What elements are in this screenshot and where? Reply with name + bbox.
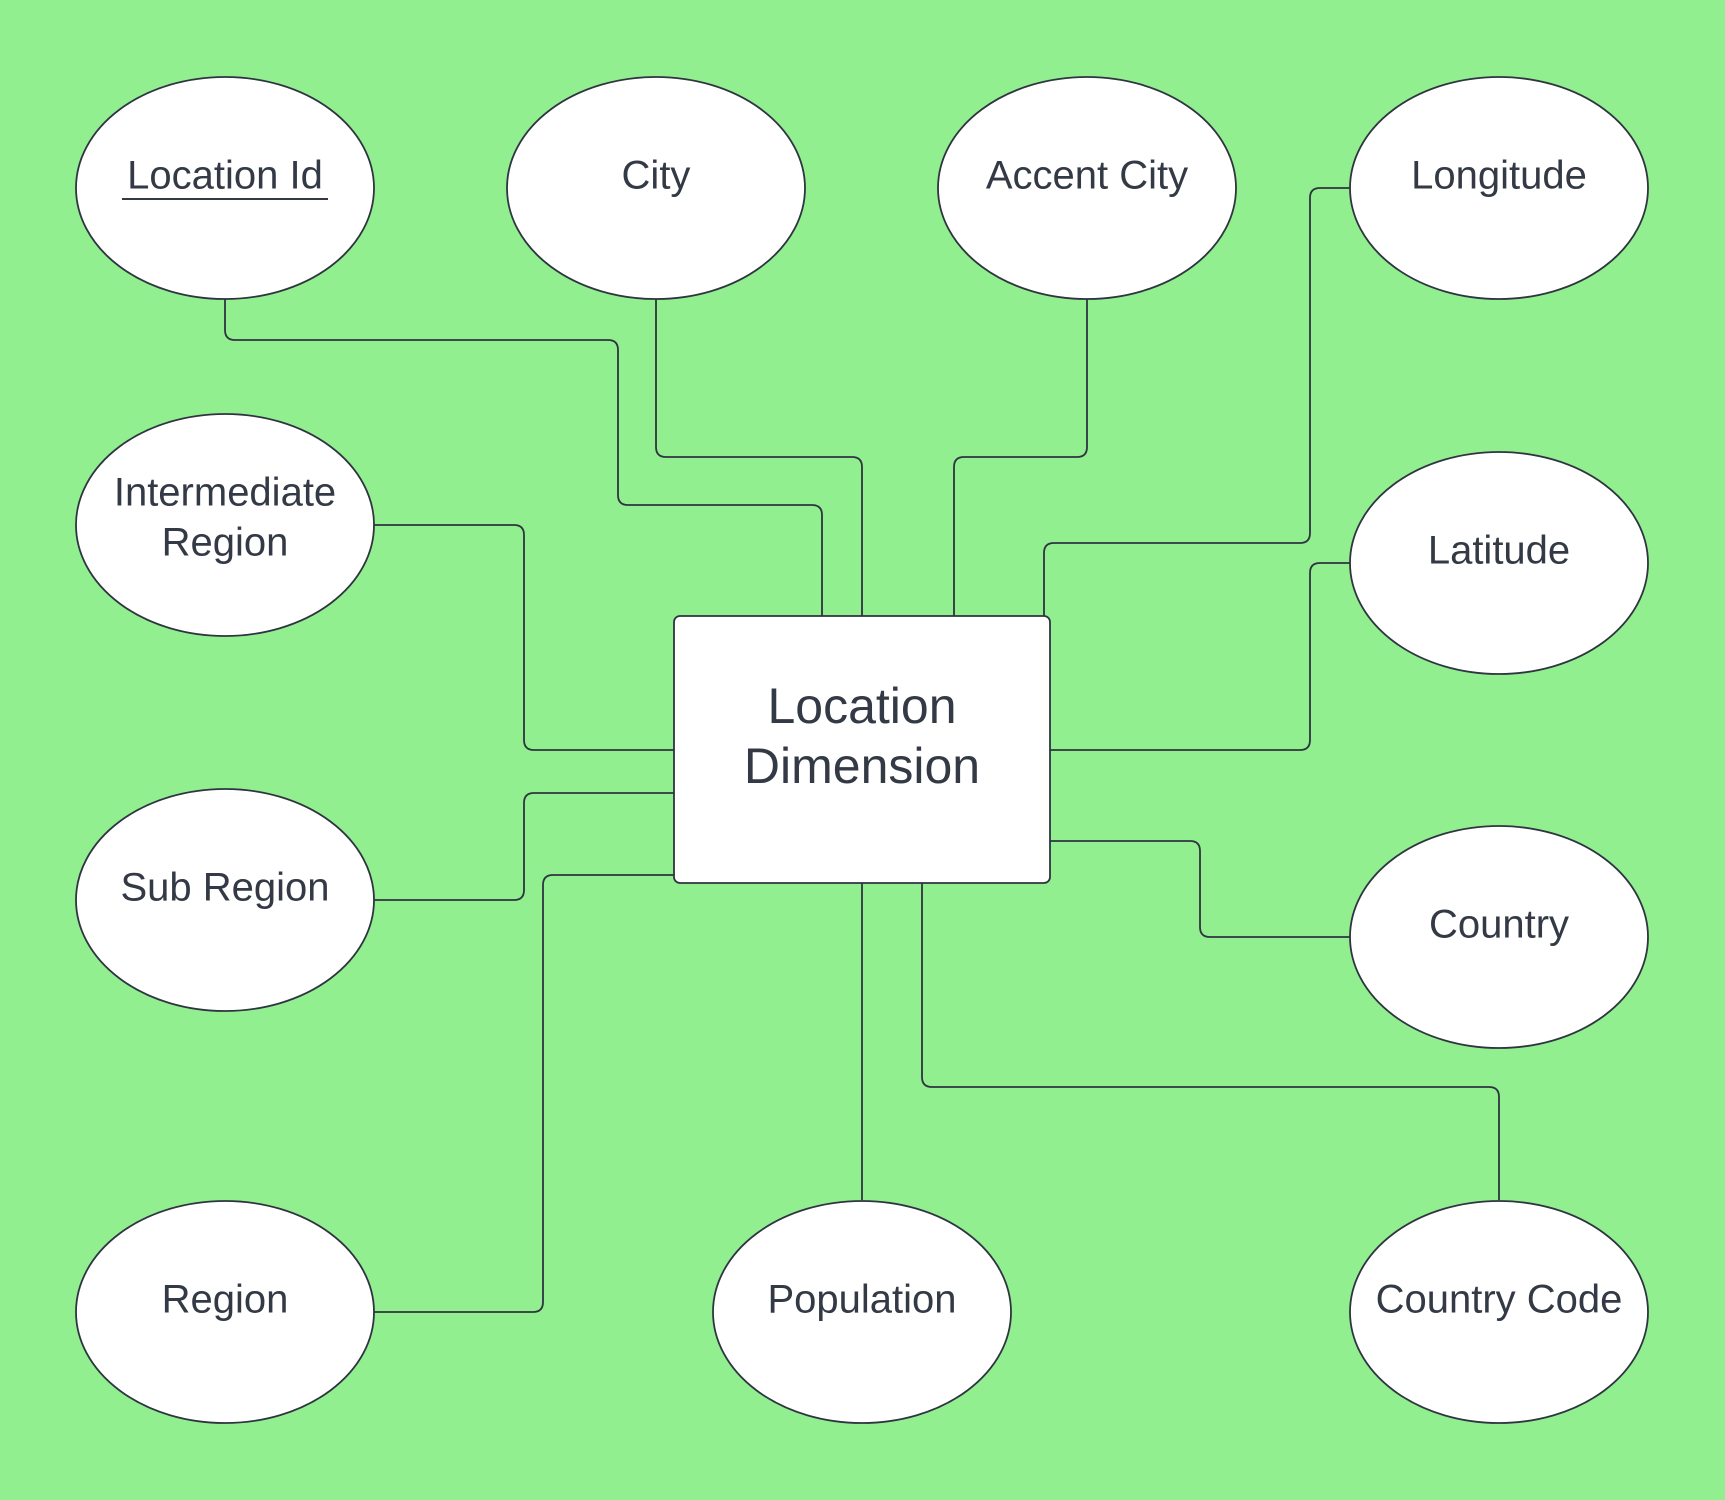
attribute-population[interactable]: Population	[712, 1200, 1012, 1424]
attribute-country-code[interactable]: Country Code	[1349, 1200, 1649, 1424]
attribute-label: Sub Region	[120, 866, 329, 910]
attribute-accent-city[interactable]: Accent City	[937, 76, 1237, 300]
attribute-label: Accent City	[986, 154, 1188, 198]
connector-sub-region	[374, 792, 674, 901]
connector-country-code	[921, 883, 1500, 1200]
entity-location-dimension[interactable]: Location Dimension	[673, 615, 1051, 884]
connector-longitude	[1043, 187, 1350, 616]
attribute-label-line1: Intermediate	[114, 471, 336, 515]
connector-accent-city	[953, 298, 1088, 616]
attribute-label-line2: Region	[162, 521, 289, 565]
connector-location-id	[224, 298, 823, 616]
attribute-longitude[interactable]: Longitude	[1349, 76, 1649, 300]
attribute-intermediate-region[interactable]: Intermediate Region	[75, 413, 375, 637]
attribute-sub-region[interactable]: Sub Region	[75, 788, 375, 1012]
connector-intermediate-region	[374, 524, 674, 751]
attribute-label: Longitude	[1411, 154, 1587, 198]
attribute-country[interactable]: Country	[1349, 825, 1649, 1049]
connectors	[224, 187, 1500, 1313]
attribute-label: Latitude	[1428, 529, 1570, 573]
attribute-region[interactable]: Region	[75, 1200, 375, 1424]
connector-country	[1050, 840, 1350, 938]
connector-latitude	[1050, 562, 1350, 751]
connector-city	[655, 298, 863, 616]
attribute-label: Country	[1429, 903, 1569, 947]
attribute-label: Country Code	[1376, 1278, 1623, 1322]
attribute-city[interactable]: City	[506, 76, 806, 300]
attribute-label: Location Id	[127, 154, 323, 198]
entity-label-line2: Dimension	[744, 738, 980, 794]
attribute-label: Region	[162, 1278, 289, 1322]
attribute-latitude[interactable]: Latitude	[1349, 451, 1649, 675]
connector-region	[374, 874, 674, 1313]
entity-label-line1: Location	[767, 678, 956, 734]
attribute-label: Population	[767, 1278, 956, 1322]
attribute-label: City	[622, 154, 691, 198]
attribute-location-id[interactable]: Location Id	[75, 76, 375, 300]
